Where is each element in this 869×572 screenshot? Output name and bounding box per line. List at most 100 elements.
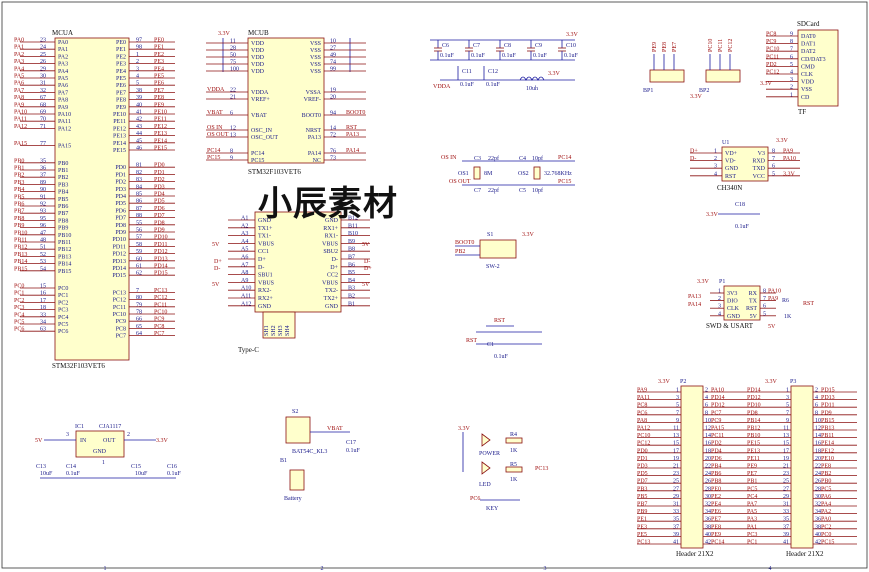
swd-pin-GND: GND bbox=[727, 314, 741, 320]
p2-pins-left-net-PD7: PD7 bbox=[637, 479, 648, 485]
mcua-left-num-51: 51 bbox=[40, 245, 46, 251]
p3-pins-right-net-PD13: PD13 bbox=[821, 395, 835, 401]
ldo-pin3: 3 bbox=[66, 432, 69, 438]
ch340-left-num-1: 1 bbox=[714, 149, 717, 155]
decoupling-cap-C8-value: 0.1uF bbox=[502, 53, 517, 59]
p3-pins-right-net-PE10: PE10 bbox=[821, 456, 834, 462]
p2-pins-right-net-PD2: PD2 bbox=[711, 441, 722, 447]
type-c-right-num-B4: B4 bbox=[348, 278, 355, 284]
type-c-left-num-A2: A2 bbox=[241, 223, 248, 229]
p2-pins-right-net-PD4: PD4 bbox=[711, 448, 722, 454]
mcua-right-net-PC11: PC11 bbox=[154, 302, 167, 308]
p2-pins-right-net-PE8: PE8 bbox=[711, 524, 721, 530]
ldo-pin1: 1 bbox=[102, 460, 105, 466]
mcub-left-net-OS IN: OS IN bbox=[207, 125, 223, 131]
boot-supply: 3.3V bbox=[522, 232, 535, 238]
mcua-right-net-PE0: PE0 bbox=[154, 38, 164, 44]
p3-pins-right-net-PB15: PB15 bbox=[821, 418, 834, 424]
mcua-left-net-PB6: PB6 bbox=[14, 202, 24, 208]
mcua-left-net-PB9: PB9 bbox=[14, 223, 24, 229]
mcua-left-num-70: 70 bbox=[40, 117, 46, 123]
type-c-left-pin-A2: TX1+ bbox=[258, 226, 273, 232]
bp1-net-PE8: PE8 bbox=[662, 42, 668, 52]
sdcard-body bbox=[797, 29, 839, 107]
swd-net-PA9: PA9 bbox=[768, 296, 778, 302]
p2-ref: P2 bbox=[680, 379, 686, 385]
mcua-right-pin-PE6: PE6 bbox=[116, 83, 126, 89]
mcua-right-pin-PD14: PD14 bbox=[112, 266, 126, 272]
p3-pins-left-num-25: 25 bbox=[783, 479, 789, 485]
mcua-right-pin-PD9: PD9 bbox=[115, 230, 126, 236]
battery-c17-value: 0.1uF bbox=[346, 448, 361, 454]
battery-section: S2 BAT54C_KL3 VBAT C17 0.1uF B1 Battery bbox=[280, 409, 361, 502]
mcub-right-num-94: 94 bbox=[330, 111, 336, 117]
mcua-left-num-24: 24 bbox=[40, 45, 46, 51]
ch340-right-pin-RXD: RXD bbox=[752, 159, 765, 165]
mcua-right-net-PD8: PD8 bbox=[154, 220, 165, 226]
mcua-right-pin-PD15: PD15 bbox=[112, 273, 126, 279]
led-r4-value: 1K bbox=[510, 448, 518, 454]
mcua-left-net-PB5: PB5 bbox=[14, 194, 24, 200]
p2-pins-right-num-8: 8 bbox=[705, 410, 708, 416]
type-c-right-pin-B4: VBUS bbox=[322, 280, 338, 286]
p2-pins-right-net-PC14: PC14 bbox=[711, 540, 724, 546]
mcua-right-net-PD14: PD14 bbox=[154, 264, 168, 270]
p2-pins-right-net-PC11: PC11 bbox=[711, 433, 724, 439]
swd-pin-5V: 5V bbox=[750, 314, 758, 320]
ch340-right-pin-V3: V3 bbox=[758, 151, 765, 157]
mcu-b-part: STM32F103VET6 bbox=[248, 168, 301, 176]
reset-label: RST bbox=[494, 318, 505, 324]
mcua-left-pin-PA8: PA8 bbox=[58, 98, 68, 104]
mcub-right-num-49: 49 bbox=[330, 53, 336, 59]
p3-pins-right-net-PC0: PC0 bbox=[821, 532, 831, 538]
sdcard-num-7: 7 bbox=[790, 47, 793, 53]
bp2-net-PC12: PC12 bbox=[728, 39, 734, 52]
mcua-left-net-PC5: PC5 bbox=[14, 320, 24, 326]
p3-pins-right-num-14: 14 bbox=[815, 433, 821, 439]
p3-pins-left-net-PE13: PE13 bbox=[747, 448, 760, 454]
mcua-left-net-PA15: PA15 bbox=[14, 141, 27, 147]
crystal-pc14: PC14 bbox=[558, 155, 571, 161]
ldo-ic: IC1 bbox=[75, 424, 84, 430]
p2-pins-right-num-24: 24 bbox=[705, 471, 711, 477]
mcua-left-pin-PC6: PC6 bbox=[58, 329, 68, 335]
mcua-left-net-PC2: PC2 bbox=[14, 298, 24, 304]
p3-pins-left-net-PB1: PB1 bbox=[747, 479, 757, 485]
battery-vbat: VBAT bbox=[327, 426, 343, 432]
type-c-left-num-A8: A8 bbox=[241, 270, 248, 276]
p2-pins-right-num-30: 30 bbox=[705, 494, 711, 500]
type-c-left-num-A3: A3 bbox=[241, 231, 248, 237]
p2-pins-left-num-35: 35 bbox=[673, 517, 679, 523]
c18-supply: 3.3V bbox=[706, 212, 719, 218]
mcub-left-num-100: 100 bbox=[230, 67, 239, 73]
decoupling-cap-C7: C7 bbox=[473, 43, 480, 49]
mcua-left-num-33: 33 bbox=[40, 312, 46, 318]
type-c-left-pin-A9: VBUS bbox=[258, 280, 274, 286]
p3-pins-right-num-30: 30 bbox=[815, 494, 821, 500]
mcua-left-pin-PB8: PB8 bbox=[58, 218, 68, 224]
mcua-right-net-PD4: PD4 bbox=[154, 192, 165, 198]
p2-pins-left-net-PB5: PB5 bbox=[637, 494, 647, 500]
p3-pins-right-num-18: 18 bbox=[815, 448, 821, 454]
type-c-right-pin-B1: GND bbox=[325, 304, 339, 310]
mcua-right-net-PD3: PD3 bbox=[154, 184, 165, 190]
sdcard-net-PC9: PC9 bbox=[766, 39, 776, 45]
mcua-right-net-PD13: PD13 bbox=[154, 256, 168, 262]
ch340-right-net-7: PA10 bbox=[783, 156, 796, 162]
mcua-left-pin-PB15: PB15 bbox=[58, 269, 71, 275]
swd-num-4: 4 bbox=[718, 311, 721, 317]
decoupling-cap-C9: C9 bbox=[535, 43, 542, 49]
p2-pins-left-num-15: 15 bbox=[673, 441, 679, 447]
mcua-right-num-55: 55 bbox=[136, 220, 142, 226]
mcua-left-num-69: 69 bbox=[40, 110, 46, 116]
p2-pins-right-net-PD6: PD6 bbox=[711, 456, 722, 462]
p3-pins-right-net-PE12: PE12 bbox=[821, 448, 834, 454]
type-c-left-pin-A10: RX2- bbox=[258, 288, 271, 294]
crystal-c4-value: 10pf bbox=[532, 155, 543, 162]
